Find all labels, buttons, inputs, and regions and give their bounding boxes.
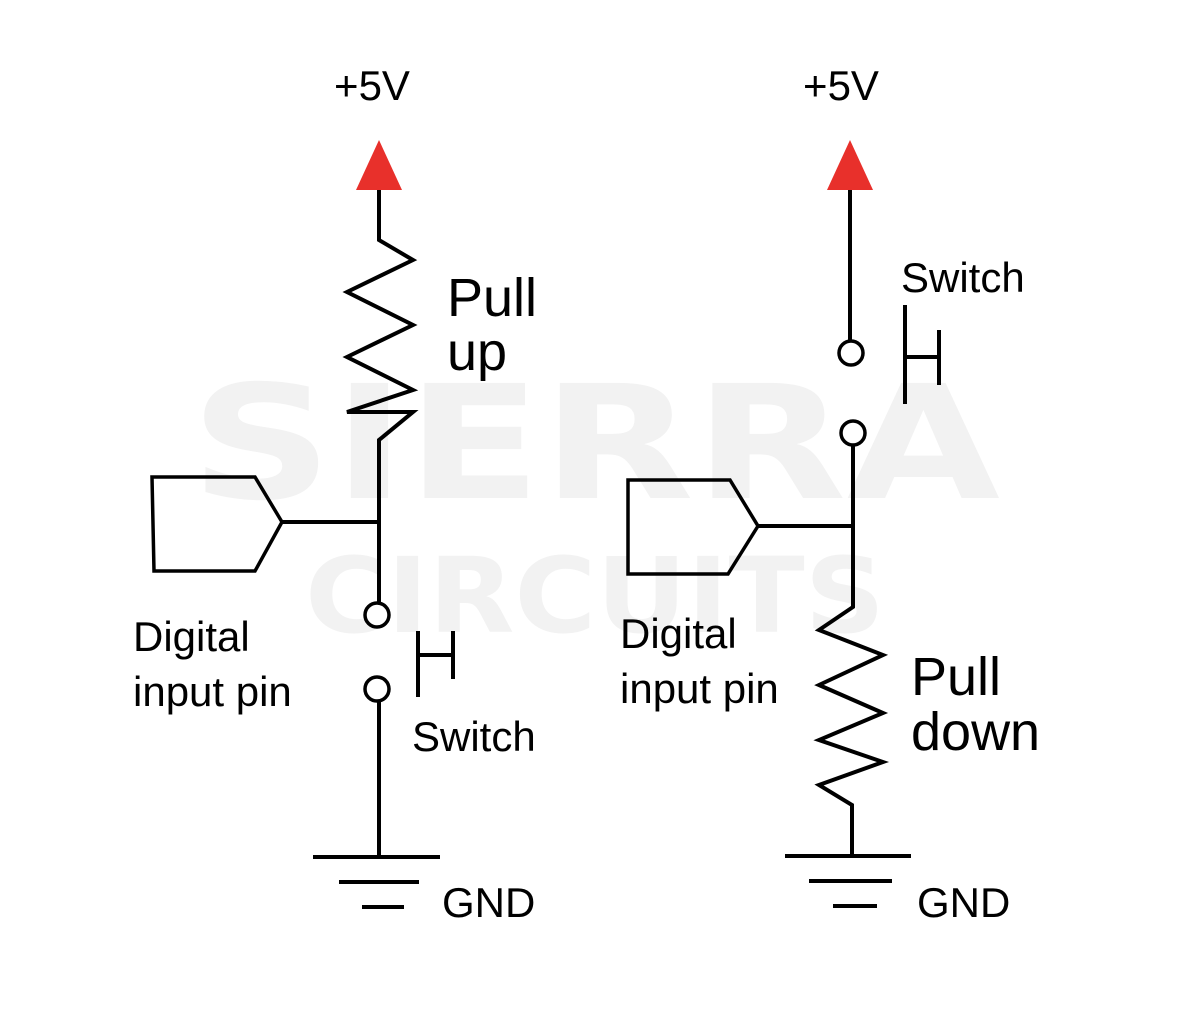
pulldown-resistor-label-line-1: Pull <box>911 647 1001 707</box>
watermark-logo: SIERRA CIRCUITS <box>190 352 1000 657</box>
pullup-switch-contact-bottom <box>363 675 391 703</box>
pulldown-switch-label: Switch <box>901 254 1025 301</box>
pullup-resistor-label-line-2: up <box>447 322 507 382</box>
pullup-resistor <box>342 190 419 530</box>
pulldown-supply-arrow <box>827 140 873 190</box>
pulldown-input-pin-symbol <box>626 478 761 576</box>
pullup-pin-label-line-1: Digital <box>133 613 250 660</box>
pulldown-ground-symbol <box>785 854 911 908</box>
pulldown-ground-label: GND <box>917 879 1010 926</box>
pullup-ground-label: GND <box>442 879 535 926</box>
pullup-circuit: +5V Pull up Digital input pin Switch GND <box>133 62 537 926</box>
watermark-line-1: SIERRA <box>190 352 1000 536</box>
pullup-pin-label-line-2: input pin <box>133 668 292 715</box>
pullup-switch-contact-top <box>363 601 391 629</box>
pulldown-switch-contact-top <box>837 339 865 367</box>
pullup-supply-arrow <box>356 140 402 190</box>
pullup-supply-label: +5V <box>334 62 410 109</box>
pulldown-pin-label-line-1: Digital <box>620 610 737 657</box>
pulldown-switch-button <box>903 305 941 404</box>
pulldown-supply-label: +5V <box>803 62 879 109</box>
watermark-line-2: CIRCUITS <box>305 535 885 657</box>
pullup-resistor-label-line-1: Pull <box>447 268 537 328</box>
pullup-switch-label: Switch <box>412 713 536 760</box>
pulldown-switch-contact-bottom <box>839 419 867 447</box>
pulldown-pin-label-line-2: input pin <box>620 665 779 712</box>
pulldown-resistor-label-line-2: down <box>911 702 1040 762</box>
pulldown-circuit: +5V Switch Digital input pin Pull down G… <box>620 62 1040 926</box>
pullup-input-pin-symbol <box>150 475 285 573</box>
pulldown-resistor <box>813 526 890 856</box>
pullup-ground-symbol <box>313 855 440 909</box>
pullup-switch-button <box>416 631 455 697</box>
